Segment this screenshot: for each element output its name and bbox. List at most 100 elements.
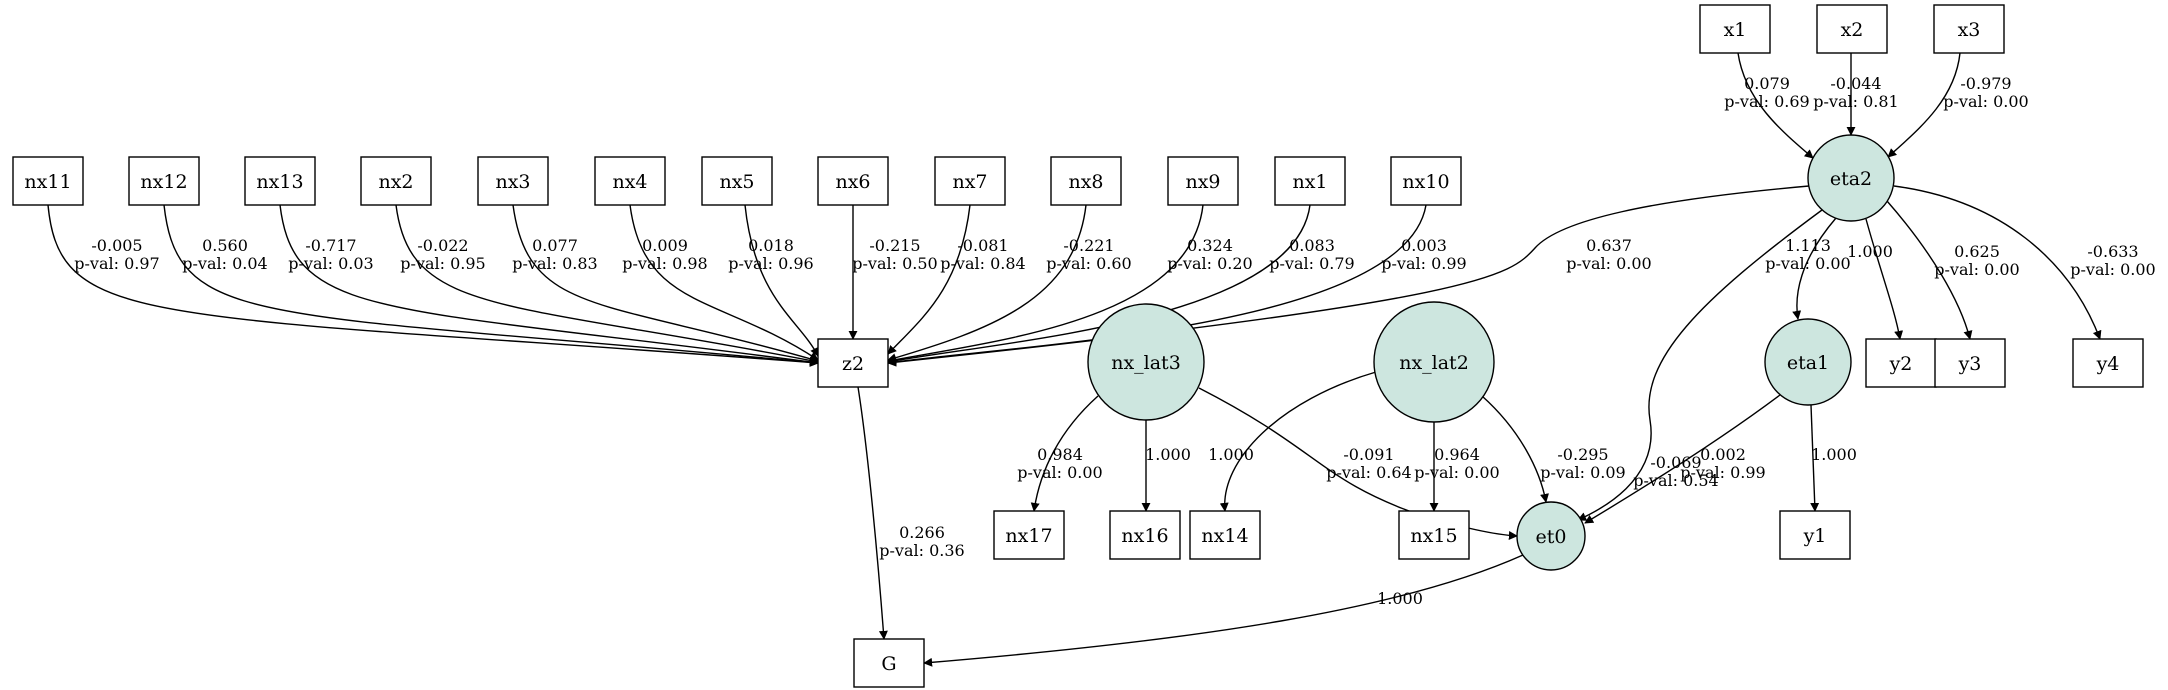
observed-node-nx4: nx4 xyxy=(594,156,666,206)
edge-nx13-z2 xyxy=(279,204,819,367)
edge-coefficient: 0.984 xyxy=(1037,445,1083,464)
node-box xyxy=(1390,156,1462,206)
edge-p-value: p-val: 0.03 xyxy=(288,254,373,273)
node-box xyxy=(360,156,432,206)
edge-coefficient: -0.069 xyxy=(1650,453,1701,472)
edge-coefficient: 0.625 xyxy=(1954,242,2000,261)
node-box xyxy=(817,338,889,388)
edge-eta1-y1 xyxy=(1810,404,1820,512)
observed-node-nx12: nx12 xyxy=(128,156,200,206)
edge-nx2-z2 xyxy=(395,204,819,365)
node-label: z2 xyxy=(842,353,864,375)
edge-p-value: p-val: 0.98 xyxy=(622,254,707,273)
edge-coefficient: -0.081 xyxy=(957,236,1008,255)
edge-p-value: p-val: 0.83 xyxy=(512,254,597,273)
edge-p-value: p-val: 0.99 xyxy=(1381,254,1466,273)
edge-eta2-eta1 xyxy=(1792,217,1837,320)
node-label: nx6 xyxy=(835,171,870,193)
edge-nx-lat2-et0 xyxy=(1481,395,1549,503)
edge-coefficient: -0.022 xyxy=(417,236,468,255)
node-circle xyxy=(1516,501,1586,571)
node-label: y3 xyxy=(1958,353,1982,375)
edge-coefficient: -0.717 xyxy=(305,236,356,255)
node-label: nx8 xyxy=(1068,171,1103,193)
node-box xyxy=(934,156,1006,206)
edge-coefficient: -0.633 xyxy=(2087,242,2138,261)
node-label: eta2 xyxy=(1830,168,1872,190)
observed-node-y3: y3 xyxy=(1934,338,2006,388)
edge-eta1-et0 xyxy=(1584,394,1781,524)
observed-node-nx11: nx11 xyxy=(12,156,84,206)
latent-node-eta1: eta1 xyxy=(1764,318,1852,406)
node-box xyxy=(701,156,773,206)
edge-p-value: p-val: 0.95 xyxy=(400,254,485,273)
node-box xyxy=(2072,338,2144,388)
node-label: nx5 xyxy=(719,171,754,193)
observed-node-x2: x2 xyxy=(1816,4,1888,54)
edge-nx3-z2 xyxy=(512,204,819,364)
node-box xyxy=(1779,510,1851,560)
node-box xyxy=(1398,510,1470,560)
node-label: nx12 xyxy=(140,171,187,193)
edge-coefficient: -0.215 xyxy=(869,236,920,255)
observed-node-y2: y2 xyxy=(1865,338,1937,388)
observed-node-nx17: nx17 xyxy=(993,510,1065,560)
edge-coefficient: 0.009 xyxy=(642,236,688,255)
edge-nx11-z2 xyxy=(47,204,819,367)
node-box xyxy=(1189,510,1261,560)
latent-node-nx-lat2: nx_lat2 xyxy=(1373,301,1495,423)
edge-eta2-z2 xyxy=(887,185,1810,367)
edge-nx4-z2 xyxy=(629,204,819,361)
node-label: nx16 xyxy=(1121,525,1168,547)
edge-coefficient: 0.637 xyxy=(1586,236,1632,255)
edge-coefficient: -0.979 xyxy=(1960,74,2011,93)
node-box xyxy=(1865,338,1937,388)
edge-label-eta2-y2: 1.000 xyxy=(1847,242,1893,261)
node-box xyxy=(244,156,316,206)
observed-node-nx14: nx14 xyxy=(1189,510,1261,560)
edge-coefficient: -0.005 xyxy=(91,236,142,255)
latent-node-eta2: eta2 xyxy=(1807,134,1895,222)
node-label: nx13 xyxy=(256,171,303,193)
node-box xyxy=(1167,156,1239,206)
edge-coefficient: 0.266 xyxy=(899,523,945,542)
edge-nx9-z2 xyxy=(887,204,1204,364)
edge-eta2-et0 xyxy=(1577,209,1823,521)
edge-nx-lat3-nx17 xyxy=(1030,395,1099,512)
edge-p-value: p-val: 0.54 xyxy=(1633,471,1718,490)
edge-coefficient: -0.221 xyxy=(1063,236,1114,255)
edge-p-value: p-val: 0.20 xyxy=(1167,254,1252,273)
edge-p-value: p-val: 0.97 xyxy=(74,254,159,273)
edge-coefficient: 1.000 xyxy=(1208,445,1254,464)
node-label: nx3 xyxy=(495,171,530,193)
edge-nx8-z2 xyxy=(887,204,1087,363)
node-box xyxy=(594,156,666,206)
edge-p-value: p-val: 0.00 xyxy=(1566,254,1651,273)
edge-et0-G xyxy=(923,554,1524,667)
node-box xyxy=(1816,4,1888,54)
observed-node-nx7: nx7 xyxy=(934,156,1006,206)
node-box xyxy=(1274,156,1346,206)
node-label: nx15 xyxy=(1410,525,1457,547)
observed-node-nx1: nx1 xyxy=(1274,156,1346,206)
edge-p-value: p-val: 0.00 xyxy=(1765,254,1850,273)
edge-coefficient: 0.003 xyxy=(1401,236,1447,255)
observed-node-g: G xyxy=(853,638,925,688)
observed-node-nx8: nx8 xyxy=(1050,156,1122,206)
observed-node-x1: x1 xyxy=(1699,4,1771,54)
node-label: nx7 xyxy=(952,171,987,193)
latent-node-et0: et0 xyxy=(1516,501,1586,571)
edge-coefficient: 1.000 xyxy=(1847,242,1893,261)
node-label: nx9 xyxy=(1185,171,1220,193)
